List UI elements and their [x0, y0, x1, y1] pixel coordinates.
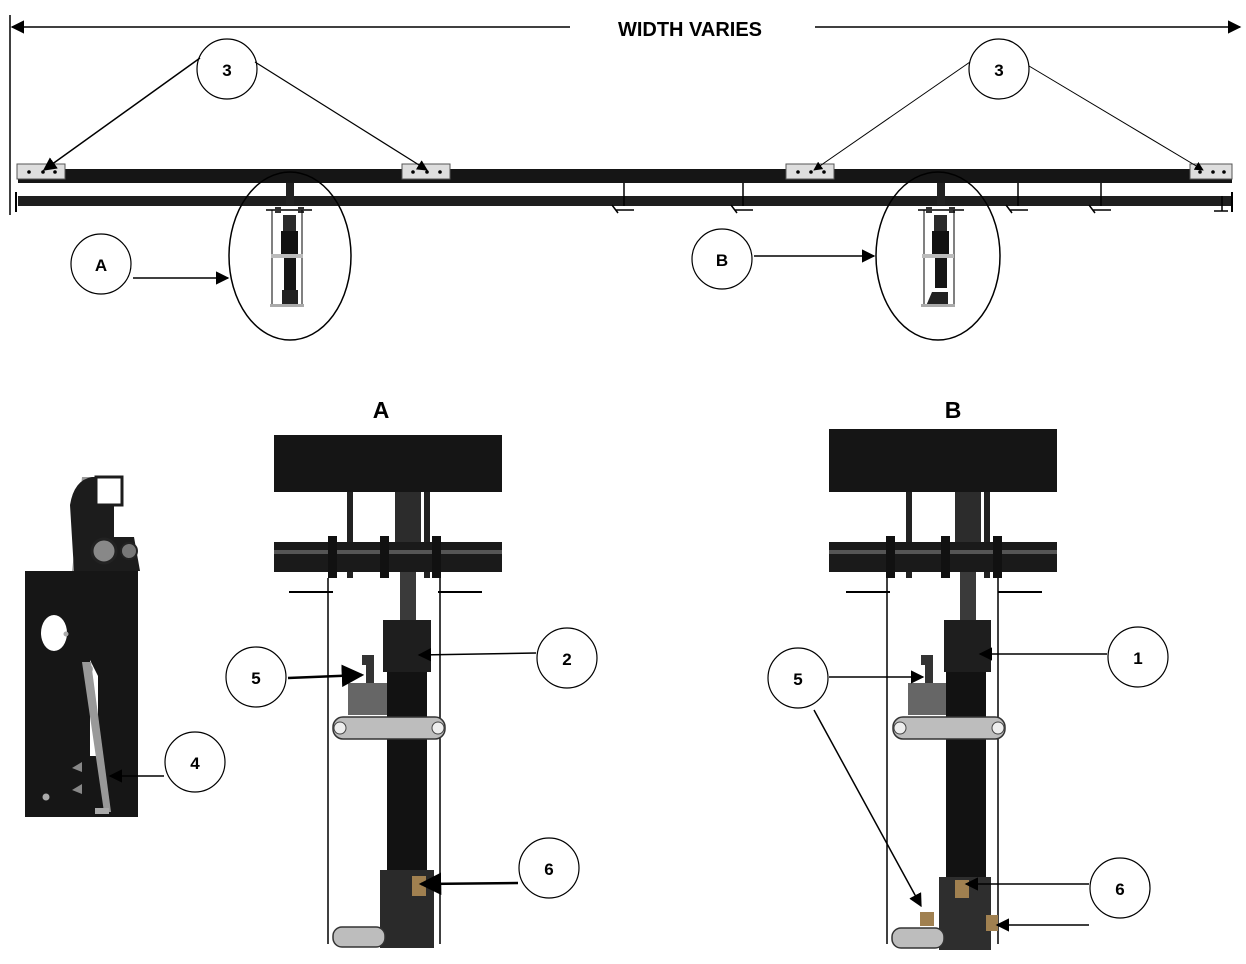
detail-b-assembly	[829, 429, 1057, 950]
svg-text:B: B	[716, 251, 728, 270]
callout-6-a: 6	[418, 837, 580, 899]
svg-text:A: A	[95, 256, 107, 275]
leader-line	[813, 709, 922, 908]
callout-2: 2	[417, 627, 598, 689]
leader-line	[254, 61, 428, 171]
svg-text:6: 6	[544, 860, 553, 879]
detail-circle-b	[875, 171, 1001, 341]
callout-5-b: 5	[767, 647, 925, 908]
detail-circle-a	[228, 171, 352, 341]
cylinder-assembly-a-small	[266, 183, 312, 307]
leader-line	[1028, 65, 1204, 171]
svg-text:6: 6	[1115, 880, 1124, 899]
detail-a-beam	[274, 435, 502, 492]
cylinder-assembly-b-small	[918, 183, 964, 307]
svg-text:1: 1	[1133, 649, 1142, 668]
callout-5-a: 5	[225, 646, 365, 708]
callout-1: 1	[978, 626, 1169, 688]
callout-b: B	[691, 228, 876, 290]
main-beam	[18, 169, 1232, 183]
svg-text:4: 4	[190, 754, 200, 773]
detail-a-cylinder-head	[383, 620, 431, 672]
callout-a: A	[70, 233, 230, 295]
detail-a-assembly	[274, 435, 502, 948]
svg-text:5: 5	[251, 669, 260, 688]
bracket-side-view	[25, 475, 140, 817]
callout-3-left: 3	[42, 38, 428, 171]
leader-line	[417, 648, 537, 662]
width-label: WIDTH VARIES	[618, 19, 762, 41]
detail-b-cylinder-head	[944, 620, 991, 672]
mount-plate	[785, 163, 835, 180]
mount-plate	[16, 163, 66, 180]
callout-4: 4	[108, 731, 226, 793]
detail-title-a: A	[373, 397, 390, 423]
detail-b-cylinder-body	[946, 672, 986, 902]
svg-text:3: 3	[994, 61, 1003, 80]
callout-3-right: 3	[813, 38, 1204, 171]
callout-6-b: 6	[964, 857, 1151, 932]
width-dimension: WIDTH VARIES	[9, 15, 1242, 215]
leader-line	[42, 57, 201, 171]
detail-title-b: B	[945, 397, 962, 423]
bar-brackets	[611, 183, 1228, 214]
svg-text:5: 5	[793, 670, 802, 689]
lower-tube	[18, 196, 1232, 206]
leader-line	[418, 872, 519, 896]
leader-line	[287, 664, 365, 688]
mount-plate	[401, 163, 451, 180]
detail-b-beam	[829, 429, 1057, 492]
leader-line	[813, 61, 971, 171]
svg-text:2: 2	[562, 650, 571, 669]
svg-text:3: 3	[222, 61, 231, 80]
toolbar-overview	[15, 163, 1233, 341]
